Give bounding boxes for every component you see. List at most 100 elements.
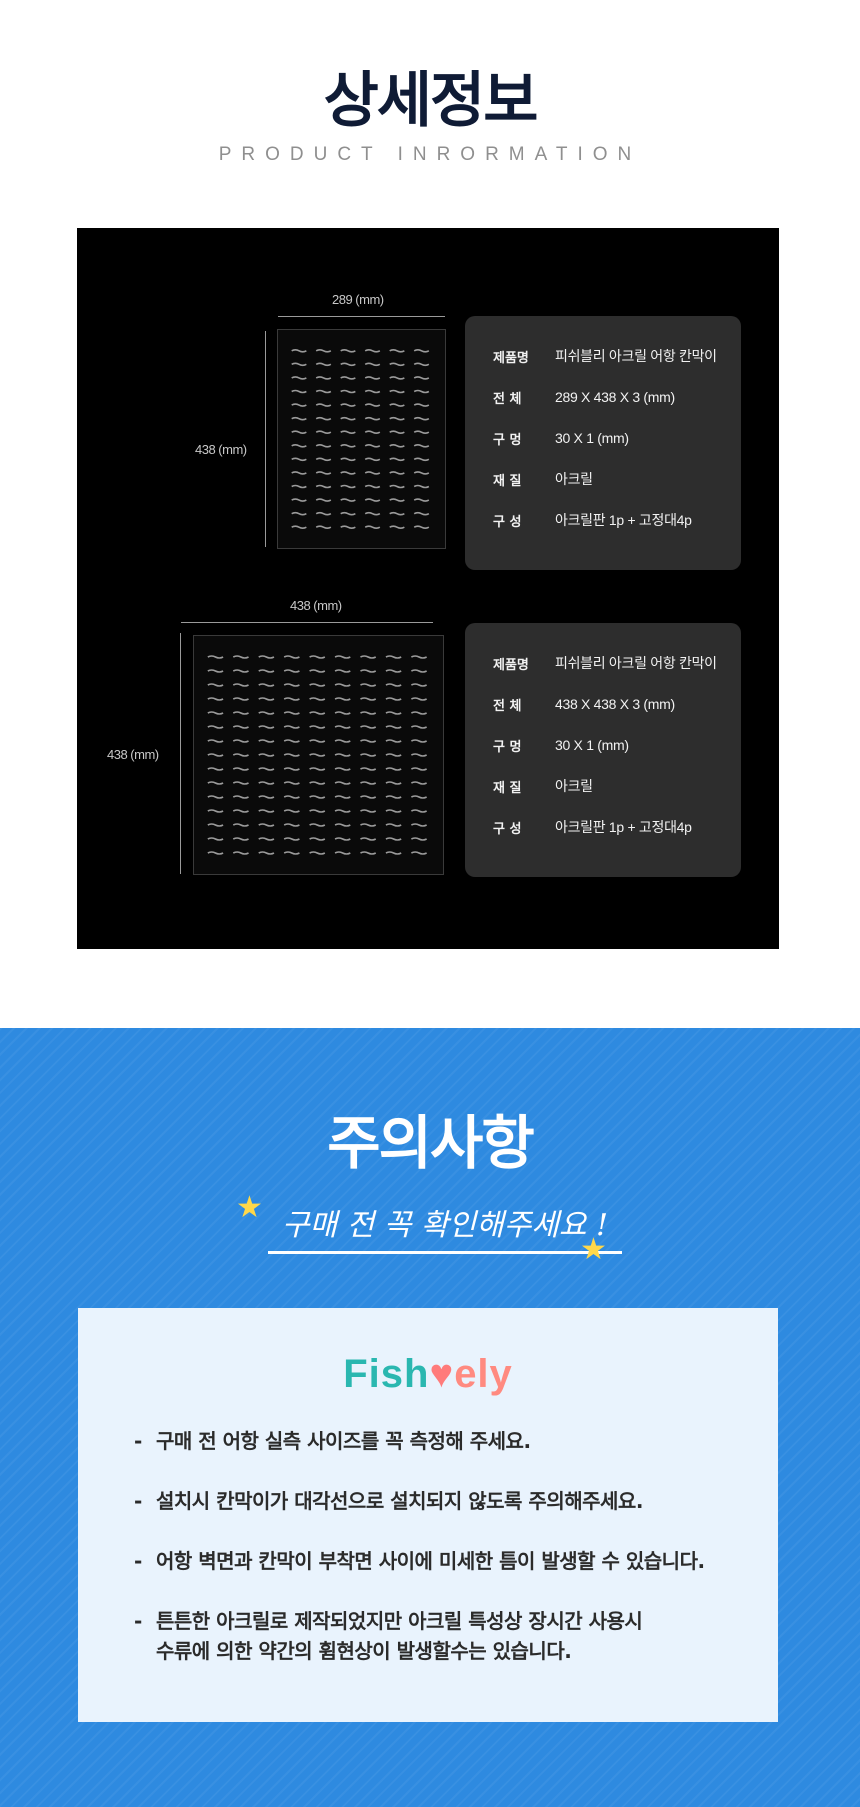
slot-hole [232, 851, 249, 855]
slot-hole [389, 348, 405, 353]
slot-hole [340, 457, 356, 462]
slot-hole [315, 362, 332, 367]
slot-hole [389, 498, 405, 502]
slot-hole [283, 711, 300, 715]
slot-hole [258, 711, 275, 715]
slot-hole [232, 669, 249, 673]
slot-hole [258, 725, 275, 729]
spec-key: 재 질 [493, 780, 522, 796]
slot-hole [291, 430, 307, 435]
slot-hole [360, 809, 377, 813]
spec-key: 구 멍 [493, 432, 522, 448]
slot-hole [283, 809, 300, 813]
slot-hole [232, 781, 249, 785]
slot-hole [364, 471, 381, 475]
slot-hole [283, 795, 300, 799]
slot-hole [309, 781, 326, 785]
slot-hole [309, 725, 326, 729]
slot-hole [315, 376, 332, 380]
slot-hole [413, 348, 430, 353]
slot-hole [207, 809, 224, 813]
spec-value: 피쉬블리 아크릴 어항 칸막이 [555, 655, 717, 671]
slot-hole [389, 457, 405, 462]
slot-hole [291, 484, 307, 489]
slot-hole [340, 430, 356, 435]
slot-hole [389, 389, 405, 394]
slot-hole [413, 389, 430, 394]
slot-hole [283, 837, 300, 841]
slot-hole [315, 403, 332, 407]
slot-hole [364, 525, 381, 530]
slot-hole [360, 851, 377, 855]
partition-slots-graphic [207, 655, 428, 855]
slot-hole [258, 683, 275, 687]
slot-hole [207, 725, 224, 729]
slot-hole [291, 416, 307, 421]
note-item: -구매 전 어항 실측 사이즈를 꼭 측정해 주세요. [134, 1429, 531, 1453]
slot-hole [258, 739, 275, 743]
slot-hole [411, 837, 428, 841]
spec-key: 구 성 [493, 821, 522, 837]
slot-hole [207, 823, 224, 827]
spec-value: 289 X 438 X 3 (mm) [555, 389, 675, 405]
spec-key: 제품명 [493, 657, 529, 673]
slot-hole [309, 697, 326, 701]
slot-hole [232, 823, 249, 827]
product-1-width-label: 289 (mm) [332, 292, 384, 307]
note-text-continued: 수류에 의한 약간의 휨현상이 발생할수는 있습니다. [156, 1639, 572, 1663]
slot-hole [340, 498, 356, 502]
slot-hole [315, 525, 332, 530]
page-subtitle: PRODUCT INRORMATION [218, 144, 642, 165]
slot-hole [411, 725, 428, 729]
slot-hole [340, 403, 356, 407]
slot-hole [334, 823, 351, 827]
slot-hole [385, 711, 402, 715]
slot-hole [291, 403, 307, 407]
slot-hole [385, 697, 402, 701]
slot-hole [309, 711, 326, 715]
slot-hole [207, 655, 224, 659]
slot-hole [411, 711, 428, 715]
slot-hole [411, 781, 428, 785]
slot-hole [258, 781, 275, 785]
slot-hole [232, 683, 249, 687]
product-2-height-line [180, 633, 181, 874]
slot-hole [411, 683, 428, 687]
slot-hole [340, 443, 356, 448]
product-2-width-line [181, 622, 433, 623]
slot-hole [364, 362, 381, 367]
slot-hole [232, 655, 249, 659]
slot-hole [334, 781, 351, 785]
slot-hole [413, 457, 430, 462]
slot-hole [232, 767, 249, 771]
star-icon: ★ [236, 1190, 263, 1225]
spec-value: 피쉬블리 아크릴 어항 칸막이 [555, 348, 717, 364]
slot-hole [389, 511, 405, 516]
product-2-partition-image [193, 635, 444, 875]
slot-hole [315, 511, 332, 516]
slot-hole [232, 837, 249, 841]
slot-hole [258, 697, 275, 701]
slot-hole [309, 655, 326, 659]
slot-hole [258, 851, 275, 855]
slot-hole [207, 697, 224, 701]
caution-title: 주의사항 [327, 1109, 534, 1177]
slot-hole [258, 837, 275, 841]
slot-hole [389, 525, 405, 530]
slot-hole [411, 697, 428, 701]
spec-key: 구 멍 [493, 739, 522, 755]
slot-hole [364, 430, 381, 435]
slot-hole [360, 753, 377, 757]
slot-hole [291, 376, 307, 380]
star-icon: ★ [580, 1232, 607, 1267]
slot-hole [309, 809, 326, 813]
slot-hole [364, 348, 381, 353]
slot-hole [385, 683, 402, 687]
slot-hole [334, 683, 351, 687]
slot-hole [291, 348, 307, 353]
slot-hole [364, 403, 381, 407]
slot-hole [385, 809, 402, 813]
slot-hole [389, 430, 405, 435]
